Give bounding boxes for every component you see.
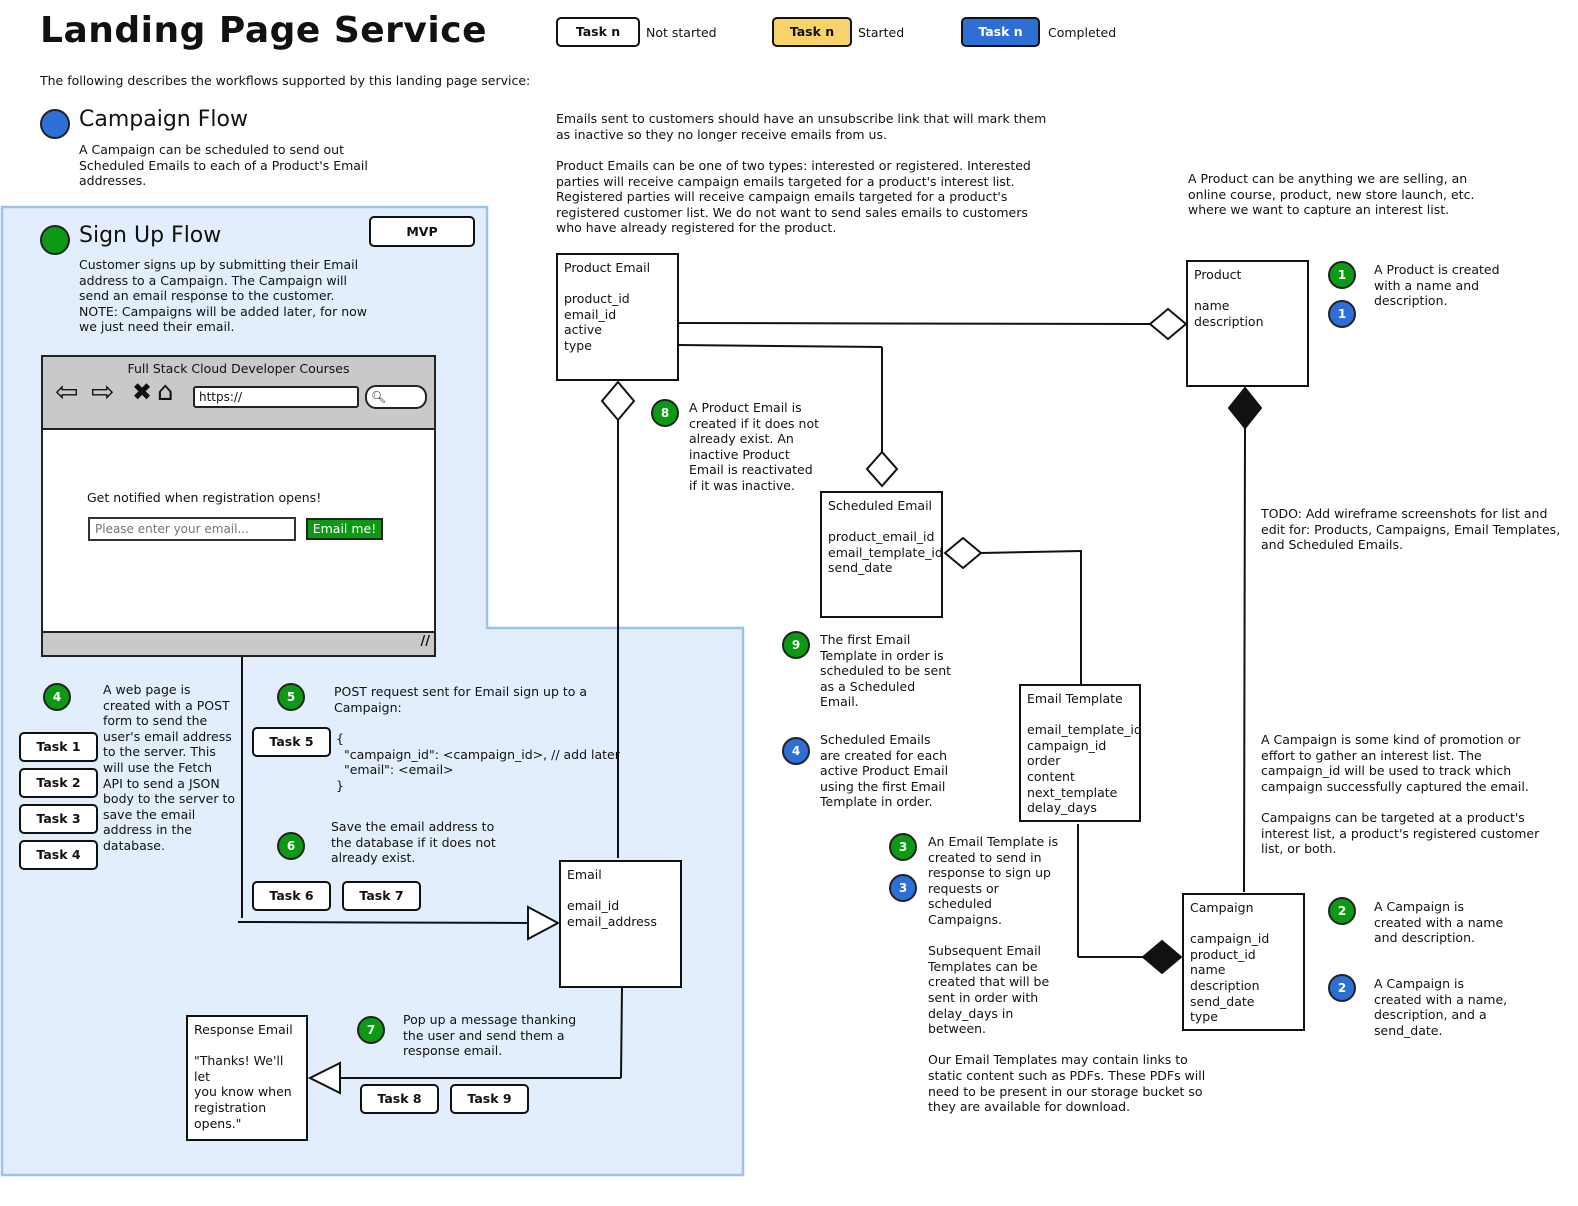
step-4-blue-note: Scheduled Emails are created for each ac… xyxy=(820,732,949,810)
page-title: Landing Page Service xyxy=(40,10,487,51)
browser-statusbar: // xyxy=(43,631,434,655)
legend-task-not-started: Task n xyxy=(556,17,640,47)
step-9-note: The first Email Template in order is sch… xyxy=(820,632,952,710)
step-4-note: A web page is created with a POST form t… xyxy=(103,682,235,853)
step-3-badge-green: 3 xyxy=(889,833,917,861)
email-me-button[interactable]: Email me! xyxy=(306,518,383,540)
step-6-note: Save the email address to the database i… xyxy=(331,819,496,866)
browser-title: Full Stack Cloud Developer Courses xyxy=(127,361,350,376)
step-6-badge: 6 xyxy=(277,832,305,860)
legend-label-not-started: Not started xyxy=(646,25,717,40)
search-icon: 🔍︎ xyxy=(371,390,387,404)
task-9[interactable]: Task 9 xyxy=(450,1084,529,1114)
back-arrow-icon[interactable]: ⇦ xyxy=(55,375,79,408)
campaign-flow-desc: A Campaign can be scheduled to send out … xyxy=(79,142,368,189)
todo-note: TODO: Add wireframe screenshots for list… xyxy=(1261,506,1561,553)
task-1[interactable]: Task 1 xyxy=(19,732,98,762)
step-1-badge-blue: 1 xyxy=(1328,300,1356,328)
url-bar[interactable]: https:// xyxy=(193,386,359,408)
browser-toolbar: Full Stack Cloud Developer Courses ⇦ ⇨ ✖… xyxy=(43,357,434,430)
signup-prompt: Get notified when registration opens! xyxy=(87,490,322,505)
step-8-badge: 8 xyxy=(651,399,679,427)
product-composition-diamond xyxy=(1227,386,1263,430)
email-input[interactable] xyxy=(88,517,296,541)
mvp-tag: MVP xyxy=(369,216,475,247)
product-entity: Product name description xyxy=(1186,260,1309,387)
task-4[interactable]: Task 4 xyxy=(19,840,98,870)
unsubscribe-note: Emails sent to customers should have an … xyxy=(556,111,1047,142)
signup-flow-title: Sign Up Flow xyxy=(79,223,222,248)
step-7-note: Pop up a message thanking the user and s… xyxy=(403,1012,577,1059)
campaign-flow-title: Campaign Flow xyxy=(79,107,248,132)
json-body: { "campaign_id": <campaign_id>, // add l… xyxy=(336,731,620,793)
step-1-badge-green: 1 xyxy=(1328,261,1356,289)
product-email-aggregation-diamond xyxy=(600,380,636,422)
scheduled-email-entity: Scheduled Email product_email_id email_t… xyxy=(820,491,943,618)
task-6[interactable]: Task 6 xyxy=(252,881,331,911)
resize-grip-icon: // xyxy=(420,634,431,649)
step-3-note: An Email Template is created to send in … xyxy=(928,834,1206,1115)
product-email-types-note: Product Emails can be one of two types: … xyxy=(556,158,1031,236)
response-email-entity: Response Email "Thanks! We'll let you kn… xyxy=(186,1015,308,1141)
scheduled-email-aggregation-diamond xyxy=(865,450,899,488)
step-4-badge: 4 xyxy=(43,683,71,711)
close-icon[interactable]: ✖ xyxy=(132,378,153,406)
step-5-badge: 5 xyxy=(277,683,305,711)
task-7[interactable]: Task 7 xyxy=(342,881,421,911)
campaign-composition-diamond xyxy=(1141,939,1183,975)
step-2-green-note: A Campaign is created with a name and de… xyxy=(1374,899,1504,946)
product-description-note: A Product can be anything we are selling… xyxy=(1188,171,1475,218)
campaign-entity: Campaign campaign_id product_id name des… xyxy=(1182,893,1305,1031)
campaign-description-note: A Campaign is some kind of promotion or … xyxy=(1261,732,1540,857)
home-icon[interactable]: ⌂ xyxy=(157,377,174,407)
step-9-badge: 9 xyxy=(782,631,810,659)
step-2-badge-green: 2 xyxy=(1328,897,1356,925)
legend-label-completed: Completed xyxy=(1048,25,1117,40)
email-template-entity: Email Template email_template_id campaig… xyxy=(1019,684,1142,822)
intro-text: The following describes the workflows su… xyxy=(40,73,531,88)
browser-window: Full Stack Cloud Developer Courses ⇦ ⇨ ✖… xyxy=(41,355,436,657)
legend-task-completed: Task n xyxy=(961,17,1040,47)
product-email-entity: Product Email product_id email_id active… xyxy=(556,253,679,381)
task-3[interactable]: Task 3 xyxy=(19,804,98,834)
response-email-arrow xyxy=(307,1061,341,1095)
task-8[interactable]: Task 8 xyxy=(360,1084,439,1114)
forward-arrow-icon[interactable]: ⇨ xyxy=(91,375,115,408)
url-text: https:// xyxy=(199,390,243,404)
legend-label-started: Started xyxy=(858,25,905,40)
task-5[interactable]: Task 5 xyxy=(252,727,331,757)
step-5-note: POST request sent for Email sign up to a… xyxy=(334,684,588,715)
step-2-blue-note: A Campaign is created with a name, descr… xyxy=(1374,976,1508,1038)
product-aggregation-diamond xyxy=(1148,307,1188,341)
step-2-badge-blue: 2 xyxy=(1328,974,1356,1002)
campaign-flow-dot xyxy=(40,109,70,139)
search-box[interactable]: 🔍︎ xyxy=(365,385,427,409)
step-3-badge-blue: 3 xyxy=(889,874,917,902)
step-8-note: A Product Email is created if it does no… xyxy=(689,400,820,493)
task-2[interactable]: Task 2 xyxy=(19,768,98,798)
step-7-badge: 7 xyxy=(357,1016,385,1044)
signup-flow-desc: Customer signs up by submitting their Em… xyxy=(79,257,367,335)
step-4-badge-blue: 4 xyxy=(782,737,810,765)
legend-task-started: Task n xyxy=(772,17,852,47)
template-aggregation-diamond xyxy=(943,536,983,570)
signup-flow-dot xyxy=(40,225,70,255)
step-1-note: A Product is created with a name and des… xyxy=(1374,262,1500,309)
email-entity: Email email_id email_address xyxy=(559,860,682,988)
email-inheritance-arrow xyxy=(527,905,561,941)
